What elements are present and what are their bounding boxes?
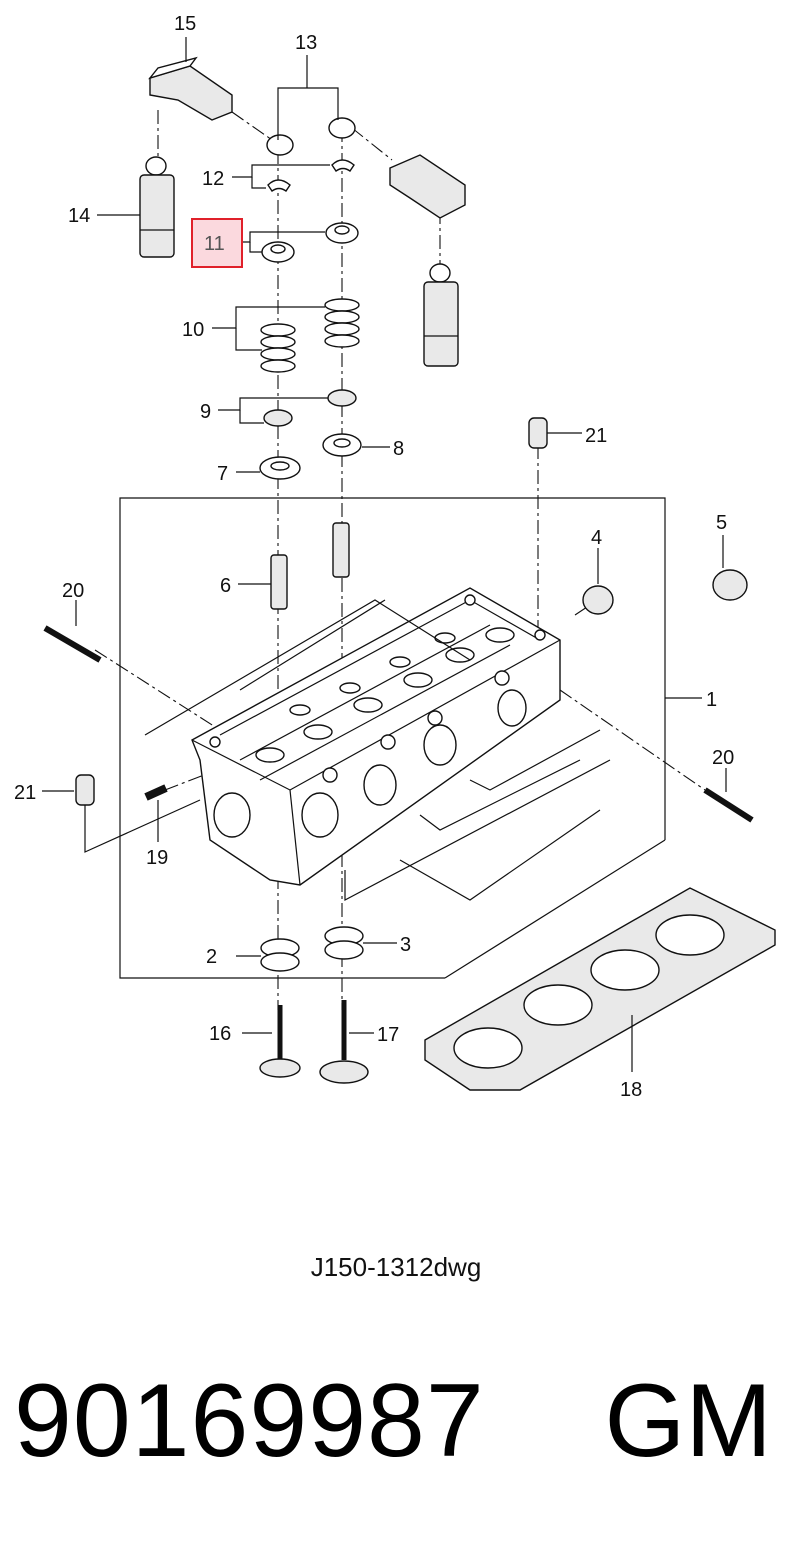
- valve-seats: [260, 926, 364, 972]
- callout-5: 5: [716, 512, 727, 534]
- assembly-frame: [119, 497, 666, 979]
- valve-guides: [270, 522, 350, 610]
- leader-lines: [42, 37, 727, 1072]
- callout-7: 7: [217, 463, 228, 485]
- callout-1: 1: [706, 689, 717, 711]
- lifter-right: [423, 263, 459, 367]
- plug-5: [712, 569, 748, 601]
- spring-retainers: [261, 222, 359, 263]
- dowel-pins: [75, 417, 548, 806]
- valve-intake: [259, 1005, 301, 1078]
- callout-8: 8: [393, 438, 404, 460]
- callout-15: 15: [174, 13, 196, 35]
- callout-20a: 20: [62, 580, 84, 602]
- callout-13: 13: [295, 32, 317, 54]
- callout-21b: 21: [14, 782, 36, 804]
- plug-4: [582, 585, 614, 615]
- studs: [43, 625, 754, 823]
- spring-seats: [263, 389, 357, 427]
- valve-springs: [260, 298, 360, 373]
- callout-17: 17: [377, 1024, 399, 1046]
- callout-6: 6: [220, 575, 231, 597]
- rocker-arm-right: [389, 154, 466, 219]
- valve-exhaust: [319, 1000, 369, 1084]
- head-gasket: [424, 887, 776, 1091]
- rocker-arm-left: [148, 56, 233, 121]
- callout-20b: 20: [712, 747, 734, 769]
- part-number: 90169987: [14, 1363, 485, 1479]
- lifter-left: [139, 156, 175, 258]
- callout-labels: 1 2 3 4 5 6 7 8 9 10 11 12 13 14 15 16 1…: [14, 13, 734, 1101]
- callout-2: 2: [206, 946, 217, 968]
- center-lines: [94, 110, 706, 1010]
- cylinder-head: [144, 587, 611, 901]
- callout-4: 4: [591, 527, 602, 549]
- callout-10: 10: [182, 319, 204, 341]
- callout-18: 18: [620, 1079, 642, 1101]
- valve-keys: [267, 159, 355, 192]
- callout-21a: 21: [585, 425, 607, 447]
- stud-small: [144, 784, 168, 801]
- brand-label: GM: [604, 1363, 772, 1479]
- exhaust-ports: [213, 689, 527, 838]
- callout-16: 16: [209, 1023, 231, 1045]
- bolt-bosses: [209, 594, 546, 783]
- drawing-code: J150-1312dwg: [310, 1252, 482, 1282]
- callout-19: 19: [146, 847, 168, 869]
- callout-9: 9: [200, 401, 211, 423]
- callout-14: 14: [68, 205, 90, 227]
- valve-keys-top: [266, 117, 356, 156]
- highlight-box: [191, 218, 243, 268]
- valve-stem-seals: [259, 433, 362, 480]
- callout-11: 11: [204, 233, 225, 255]
- callout-12: 12: [202, 168, 224, 190]
- exploded-parts-diagram: 1 2 3 4 5 6 7 8 9 10 11 12 13 14 15 16 1…: [14, 13, 776, 1101]
- callout-3: 3: [400, 934, 411, 956]
